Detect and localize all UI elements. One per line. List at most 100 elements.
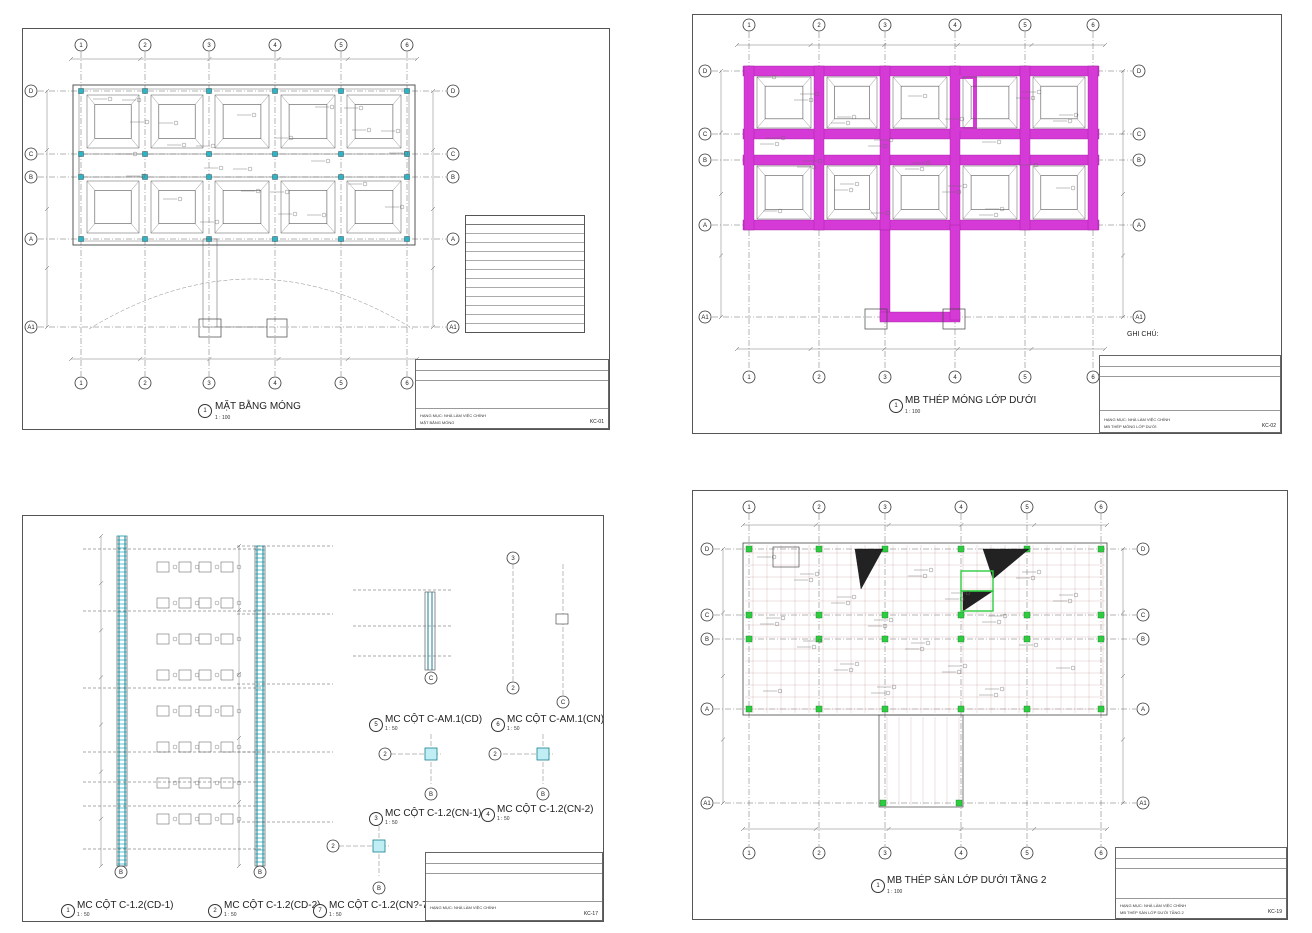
grid-bubble-label: B bbox=[119, 870, 123, 876]
footing-slope bbox=[280, 180, 290, 191]
grid-bubble bbox=[446, 84, 460, 98]
footing-slope bbox=[86, 94, 95, 105]
column-elevation bbox=[424, 591, 436, 671]
column-marker bbox=[745, 545, 753, 553]
section-title: MC CỘT C-1.2(CD-1) bbox=[77, 900, 174, 911]
footing-pad bbox=[970, 175, 1010, 210]
annotation-tag bbox=[1030, 575, 1036, 581]
dimension-tick bbox=[98, 580, 104, 586]
annotation-tag bbox=[999, 206, 1005, 212]
grid-bubble-label: B bbox=[29, 175, 33, 181]
grid-bubble-label: 5 bbox=[1025, 851, 1029, 857]
small-footing bbox=[198, 318, 222, 338]
annotation-tag bbox=[1070, 185, 1076, 191]
footing-pad bbox=[900, 175, 940, 210]
mini-section-tag bbox=[194, 780, 200, 786]
annotation-tag bbox=[962, 183, 968, 189]
mini-section-tag bbox=[214, 636, 220, 642]
grid-bubble bbox=[948, 18, 962, 32]
footing-outline bbox=[892, 76, 948, 129]
mini-section-tag bbox=[214, 600, 220, 606]
column-marker bbox=[1023, 635, 1031, 643]
grid-bubble bbox=[1132, 310, 1146, 324]
grid-bubble bbox=[1094, 846, 1108, 860]
grid-bubble-label: 6 bbox=[1091, 375, 1095, 381]
annotation-tag bbox=[288, 135, 294, 141]
mini-section-tag bbox=[236, 816, 242, 822]
section-scale: 1 : 50 bbox=[77, 912, 90, 918]
dimension-tick bbox=[1029, 42, 1034, 48]
project-name: HẠNG MỤC: NHÀ LÀM VIỆC CHÍNH bbox=[430, 905, 497, 910]
mini-section bbox=[198, 561, 212, 573]
footing-slope bbox=[195, 138, 204, 149]
footing-outline bbox=[1032, 76, 1086, 129]
section-title: MC CỘT C-AM.1(CN) bbox=[507, 714, 604, 725]
mini-section-tag bbox=[214, 564, 220, 570]
mini-section bbox=[156, 669, 170, 681]
footing-pad bbox=[288, 190, 328, 224]
dimension-tick bbox=[1120, 610, 1126, 615]
dimension-tick bbox=[1120, 673, 1126, 679]
grid-bubble-label: 2 bbox=[511, 686, 515, 692]
grid-bubble-label: D bbox=[705, 547, 710, 553]
dimension-tick bbox=[720, 737, 726, 742]
grid-bubble bbox=[698, 64, 712, 78]
annotation-tag bbox=[922, 573, 928, 579]
annotation-tag bbox=[774, 621, 780, 627]
column-marker bbox=[1097, 635, 1105, 643]
dimension-tick bbox=[430, 324, 436, 330]
footing-slope bbox=[826, 76, 835, 87]
mini-section bbox=[198, 633, 212, 645]
grid-bubble-label: D bbox=[1137, 69, 1142, 75]
view-number-marker: 2 bbox=[208, 904, 222, 918]
grid-bubble bbox=[954, 846, 968, 860]
annotation-tag bbox=[925, 160, 931, 166]
column-section bbox=[424, 747, 438, 761]
footing-pad bbox=[764, 85, 804, 120]
column-marker bbox=[142, 151, 148, 157]
annotation-tag bbox=[888, 137, 894, 143]
annotation-tag bbox=[1073, 112, 1079, 118]
footing-pad bbox=[970, 85, 1010, 120]
grid-bubble-label: 6 bbox=[1091, 23, 1095, 29]
grid-bubble-label: C bbox=[703, 132, 708, 138]
stair-frame bbox=[960, 590, 994, 612]
grid-bubble-label: 2 bbox=[817, 23, 821, 29]
column-marker bbox=[955, 799, 963, 807]
ground-beam bbox=[743, 65, 755, 231]
footing-slope bbox=[802, 76, 812, 87]
dimension-tick bbox=[959, 826, 964, 832]
grid-bubble bbox=[446, 320, 460, 334]
footing-slope bbox=[1008, 165, 1018, 176]
view-number-marker: 6 bbox=[491, 718, 505, 732]
annotation-tag bbox=[851, 594, 857, 600]
annotation-tag bbox=[292, 211, 298, 217]
grid-bubble-label: 2 bbox=[331, 844, 335, 850]
footing-slope bbox=[1008, 76, 1018, 87]
annotation-tag bbox=[1030, 95, 1036, 101]
grid-bubble bbox=[1136, 608, 1150, 622]
dimension-tick bbox=[1104, 826, 1110, 832]
footing-outline bbox=[756, 165, 812, 220]
grid-bubble-label: 5 bbox=[1023, 375, 1027, 381]
mini-section bbox=[156, 705, 170, 717]
dimension-tick bbox=[414, 56, 420, 62]
dimension-tick bbox=[740, 826, 746, 832]
sheet-title: MẶT BẰNG MÓNG bbox=[215, 401, 301, 412]
footing-outline bbox=[962, 165, 1018, 220]
footing-slope bbox=[938, 165, 948, 176]
drawing-name: MB THÉP MÓNG LỚP DƯỚI bbox=[1104, 424, 1157, 429]
dimension-tick bbox=[68, 56, 74, 62]
grid-bubble-label: 2 bbox=[143, 381, 147, 387]
footing-pad bbox=[1040, 175, 1078, 210]
footing-slope bbox=[1032, 165, 1041, 176]
footing-slope bbox=[802, 209, 812, 220]
section-scale: 1 : 50 bbox=[507, 726, 520, 732]
footing-slope bbox=[892, 76, 902, 87]
dimension-tick bbox=[236, 735, 242, 741]
dimension-tick bbox=[1120, 546, 1126, 552]
mini-section-tag bbox=[172, 780, 178, 786]
grid-bubble-label: 1 bbox=[747, 851, 751, 857]
mini-section bbox=[220, 777, 234, 789]
dimension-tick bbox=[1120, 68, 1126, 74]
